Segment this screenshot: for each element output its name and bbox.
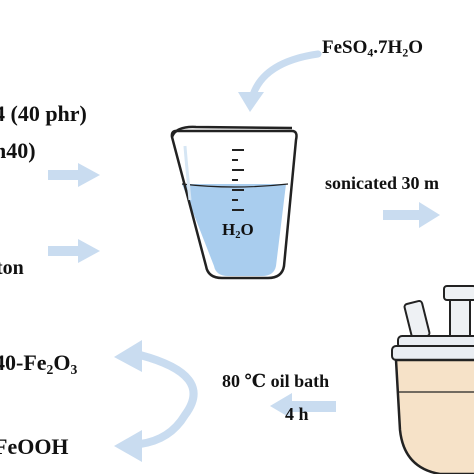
product-fe2o3-label: 40-Fe2O3 [0, 350, 78, 377]
product2-arrowhead [114, 430, 142, 462]
reaction-flask [391, 285, 474, 474]
left-reagent-line2: h40) [0, 138, 36, 163]
reagent-curved-arrow [248, 50, 322, 102]
left-reagent-line1: 4 (40 phr) [0, 101, 87, 126]
oil-bath-arrow [270, 393, 336, 419]
beaker-water-label: H2O [222, 220, 254, 241]
product-feooh-label: FeOOH [0, 434, 69, 459]
beaker-water [182, 184, 286, 276]
flask-body [394, 358, 474, 474]
reagent-fe-sulfate-label: FeSO4.7H2O [322, 37, 423, 60]
left-arrow-2 [48, 239, 100, 263]
product-curve [136, 351, 198, 448]
product1-arrowhead [114, 340, 142, 372]
left-arrow-1 [48, 163, 100, 187]
sonication-label: sonicated 30 m [325, 173, 439, 193]
left-reagent-line3: ton [0, 257, 24, 279]
beaker [170, 125, 298, 280]
sonication-arrow [383, 202, 440, 228]
reagent-curved-arrow-head [238, 92, 264, 112]
beaker-graduations [232, 149, 244, 211]
oil-bath-label: 80 ℃ oil bath [222, 371, 330, 391]
reaction-time-label: 4 h [285, 404, 309, 424]
